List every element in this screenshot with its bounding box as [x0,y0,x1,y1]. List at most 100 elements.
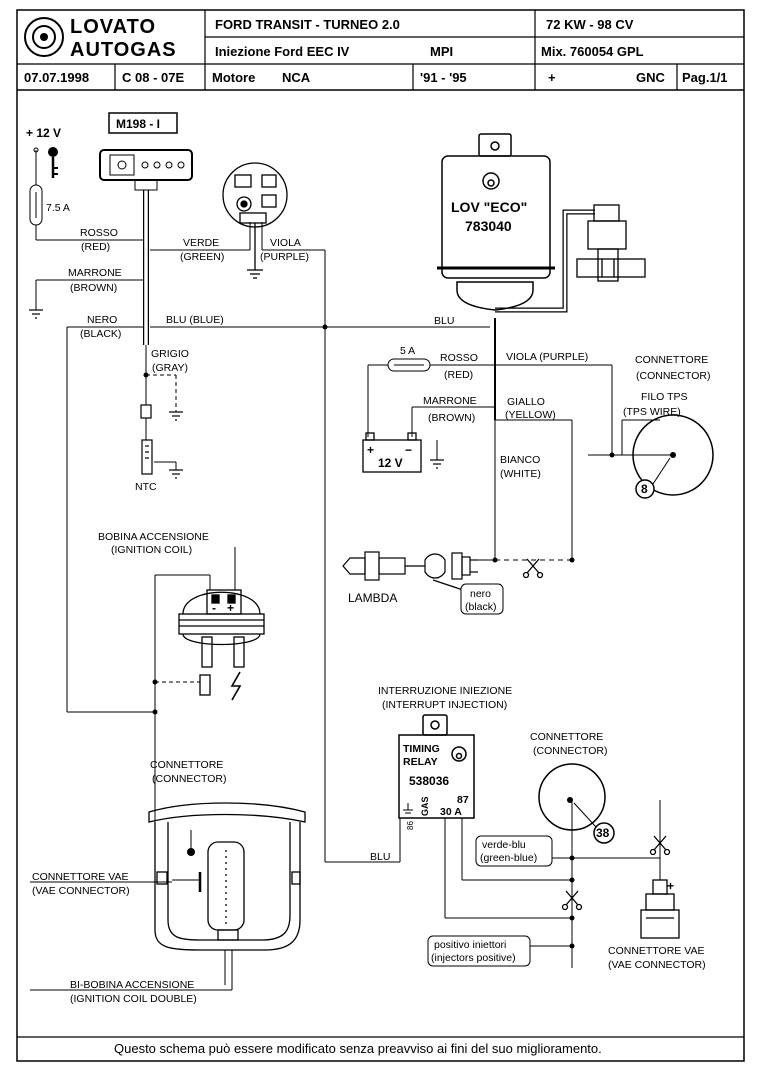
bobina-label-en: (IGNITION COIL) [111,544,192,556]
lambda-sensor [342,551,478,591]
connettore-label-3-en: (CONNECTOR) [152,773,226,785]
ecu-name: LOV "ECO" [451,199,527,215]
logo-brand-top: LOVATO [70,16,156,38]
engine-label: Motore [212,70,255,85]
vae-left-label-en: (VAE CONNECTOR) [32,885,130,897]
vae-left-label: CONNETTORE VAE [32,871,128,883]
relay-gas: GAS [420,796,430,816]
cut-wire-scissors-icon [522,558,671,911]
fuse-5a-label: 5 A [400,345,415,357]
relay-86: 86 [406,821,415,830]
battery-plus: + [367,443,374,457]
injection-type: MPI [430,44,453,59]
plus-12v-label: + 12 V [26,126,61,140]
injection-connector [538,763,606,831]
grigio-label-en: (GRAY) [152,362,188,374]
rosso-2-label-en: (RED) [444,369,473,381]
nero-callout-en: (black) [465,601,497,613]
grigio-label: GRIGIO [151,348,189,360]
throttle-position-sensor [222,162,288,279]
ignition-coil [178,589,265,701]
ecu-code: 783040 [465,218,512,234]
verde-label: VERDE [183,237,219,249]
positivo-label: positivo iniettori [434,939,506,951]
tps-ref-leader [652,457,671,485]
tps-connector-label: CONNETTORE [635,354,708,366]
connector-ref-badge [593,822,615,844]
tps-connector-label-en: (CONNECTOR) [636,370,710,382]
bibobina-label-en: (IGNITION COIL DOUBLE) [70,993,197,1005]
gas-tube-inner [495,210,595,312]
vehicle-title: FORD TRANSIT - TURNEO 2.0 [215,17,400,32]
ntc-label: NTC [135,481,157,493]
positivo-callout-box [427,935,531,967]
rosso-2-label: ROSSO [440,352,478,364]
vae-plus: + [667,879,674,893]
diagram-date: 07.07.1998 [24,70,89,85]
fuse-7-5a-label: 7.5 A [46,202,70,214]
relay-87: 87 [457,794,469,806]
marrone-label-en: (BROWN) [70,282,117,294]
connector-pin-bottom [187,848,195,856]
tps-connector-pin [670,452,676,458]
fuse-5a [387,358,431,372]
rosso-label: ROSSO [80,227,118,239]
footer-note: Questo schema può essere modificato senz… [114,1041,602,1056]
rosso-label-en: (RED) [81,241,110,253]
timing-relay [398,714,475,819]
mix-code: Mix. 760054 GPL [541,44,644,59]
viola-label: VIOLA [270,237,301,249]
interruzione-label: INTERRUZIONE INIEZIONE [378,685,512,697]
bibobina-label: BI-BOBINA ACCENSIONE [70,979,194,991]
nero-callout-box [460,583,504,615]
bobina-label: BOBINA ACCENSIONE [98,531,209,543]
diagram-code: C 08 - 07E [122,70,184,85]
blu-blue-label: BLU (BLUE) [166,314,224,326]
bianco-label-en: (WHITE) [500,468,541,480]
vae-connector-right [640,879,680,939]
verde-blu-label: verde-blu [482,839,526,851]
lambda-label: LAMBDA [348,591,397,605]
marrone-2-label: MARRONE [423,395,477,407]
viola-label-en: (PURPLE) [260,251,309,263]
switch-model-label: M198 - I [116,117,160,131]
junctions [143,324,615,949]
injection-connector-pin [567,797,573,803]
distributor-bi-coil [148,802,306,951]
connettore-label-3: CONNETTORE [150,759,223,771]
battery-minus: − [405,443,412,457]
verde-blu-label-en: (green-blue) [480,852,537,864]
page-number: Pag.1/1 [682,70,728,85]
ground-symbols [29,309,444,479]
lovato-logo: LOVATO AUTOGAS [24,16,176,61]
blu-bottom-label: BLU [370,851,390,863]
wires [30,150,673,991]
plus-sign: + [548,70,556,85]
relay-title-1: TIMING [403,743,440,755]
nero-callout: nero [470,588,491,600]
years: '91 - '95 [420,70,467,85]
battery-12v [362,432,422,473]
marrone-label: MARRONE [68,267,122,279]
injection-label: Iniezione Ford EEC IV [215,44,350,59]
bianco-label: BIANCO [500,454,540,466]
connettore-label-2-en: (CONNECTOR) [533,745,607,757]
changeover-switch [99,149,193,191]
marrone-2-label-en: (BROWN) [428,412,475,424]
verde-blu-callout-box [475,835,553,867]
vae-right-label-en: (VAE CONNECTOR) [608,959,706,971]
coil-minus: - [212,601,216,615]
power-rating: 72 KW - 98 CV [546,17,634,32]
nero-label: NERO [87,314,117,326]
verde-label-en: (GREEN) [180,251,224,263]
connector-ref-number: 38 [596,826,610,840]
ignition-key-icon [33,147,58,178]
ecu-lov-eco [437,133,555,311]
fuel-type: GNC [636,70,666,85]
battery-label: 12 V [378,456,403,470]
connettore-label-2: CONNETTORE [530,731,603,743]
giallo-label-en: (YELLOW) [505,409,556,421]
gas-solenoid-valve [576,204,646,282]
